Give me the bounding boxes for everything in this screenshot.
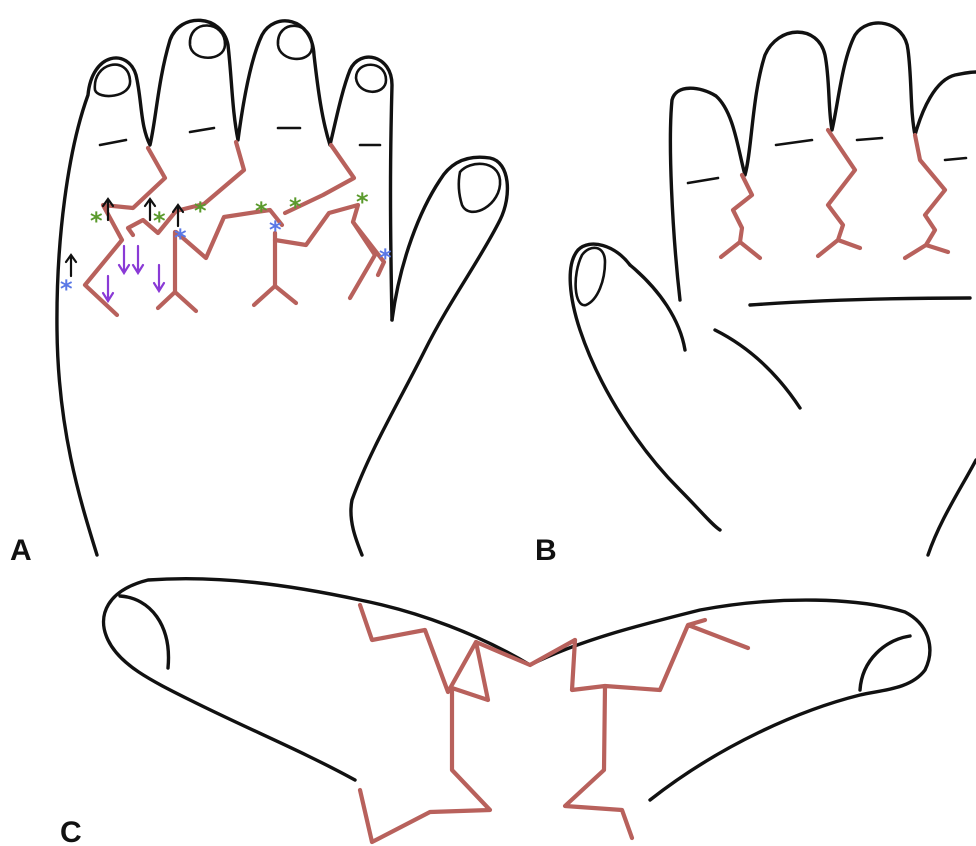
panel-a-crease-1 — [100, 140, 126, 145]
panel-c-label: C — [60, 816, 82, 846]
panel-c-incision-right — [565, 620, 748, 838]
panel-c-right-tip-arc — [860, 636, 910, 690]
panel-a-nail-middle — [190, 25, 225, 57]
panel-b-crease-1 — [688, 178, 718, 183]
green-star-marker: * — [289, 193, 302, 221]
panel-c-flap-layout: C — [60, 579, 930, 846]
panel-b-crease-3 — [857, 138, 882, 140]
panel-a-thumb-nail — [459, 164, 500, 212]
panel-b-thumb-outline — [570, 244, 720, 530]
blue-star-marker: * — [174, 224, 187, 252]
panel-b-thumb-nail — [576, 248, 605, 305]
green-star-marker: * — [255, 197, 268, 225]
green-star-marker: * — [356, 188, 369, 216]
up-arrow-icon — [66, 255, 76, 276]
panel-b-palmar-hand: B — [535, 23, 976, 567]
panel-b-label: B — [535, 534, 557, 567]
panel-b-ulnar-edge — [928, 460, 976, 555]
panel-a-thumb-outline — [351, 157, 508, 555]
panel-b-crease-4 — [945, 158, 966, 160]
green-star-marker: * — [194, 197, 207, 225]
panel-b-incision-2 — [818, 130, 860, 256]
panel-b-hand-outline — [670, 23, 976, 300]
panel-a-nail-index — [95, 65, 130, 96]
panel-b-incision-1 — [721, 175, 760, 258]
panel-b-incision-3 — [905, 135, 948, 258]
panel-c-incisions — [360, 605, 748, 842]
green-star-marker: * — [153, 207, 166, 235]
panel-a-nail-ring — [278, 26, 312, 59]
panel-b-incisions — [721, 130, 948, 258]
down-arrow-icon — [154, 265, 164, 291]
panel-c-left-tip-arc — [120, 596, 168, 668]
blue-star-marker: * — [269, 216, 282, 244]
down-arrow-icon — [119, 246, 129, 273]
down-arrow-icon — [103, 276, 113, 301]
panel-a-crease-2 — [190, 128, 214, 132]
green-star-marker: * — [90, 207, 103, 235]
panel-b-crease-2 — [776, 140, 812, 145]
down-arrow-icon — [133, 246, 143, 273]
blue-star-marker: * — [379, 244, 392, 272]
blue-star-marker: * — [60, 275, 73, 303]
panel-c-right-outline — [530, 600, 930, 800]
panel-a-incisions — [85, 142, 384, 315]
panel-a-nail-little — [356, 65, 386, 92]
panel-b-thenar-line — [715, 330, 800, 408]
panel-a-label: A — [10, 534, 32, 567]
panel-a-incision-middle — [128, 142, 244, 235]
panel-c-incision-left — [360, 605, 490, 842]
panel-c-left-outline — [104, 579, 530, 780]
panel-a-dorsal-hand: * * * * * * * * * * A — [10, 20, 507, 567]
panel-b-palm-crease — [750, 298, 970, 305]
panel-a-blue-stars: * * * * — [60, 216, 392, 303]
